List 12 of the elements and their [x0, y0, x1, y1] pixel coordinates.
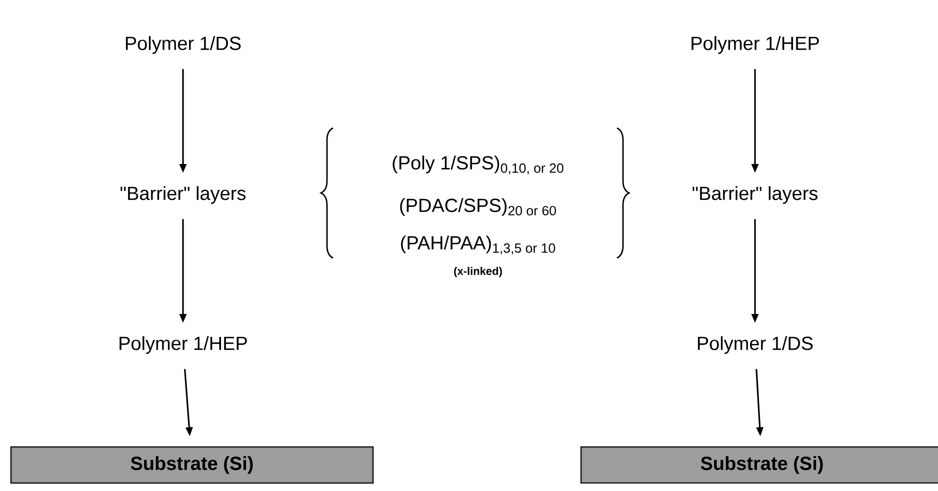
layer-label: Polymer 1/DS	[698, 336, 813, 354]
substrate-box: Substrate (Si)	[580, 446, 938, 484]
layer-label: "Barrier" layers	[120, 186, 246, 204]
layer-formula: (x-linked)	[454, 266, 502, 278]
substrate-box: Substrate (Si)	[10, 446, 374, 484]
layer-label: Polymer 1/HEP	[692, 36, 819, 54]
layer-formula: (PDAC/SPS)$_{20 or 60}$	[400, 198, 556, 216]
layer-label: Polymer 1/DS	[126, 36, 241, 54]
layer-formula: (Poly 1/SPS)$_{0,10, or 20}$	[392, 156, 564, 174]
layer-formula: (PAH/PAA)$_{1,3,5 or 10}$	[401, 236, 556, 254]
layer-label: "Barrier" layers	[692, 186, 818, 204]
layer-label: Polymer 1/HEP	[120, 336, 247, 354]
